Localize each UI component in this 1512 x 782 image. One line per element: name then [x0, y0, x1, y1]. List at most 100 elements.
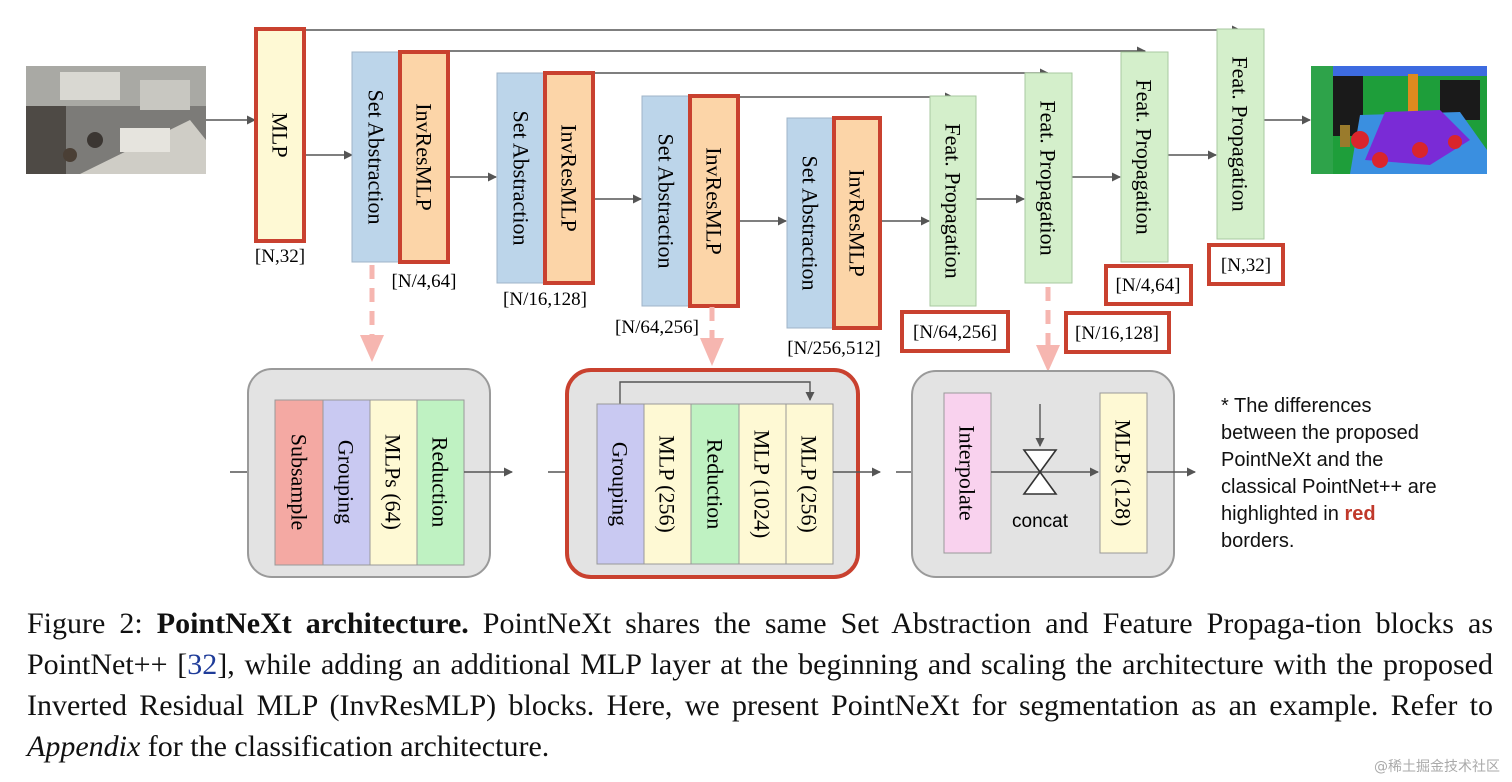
inv-mlp1024-label: MLP (1024): [750, 430, 775, 539]
set-abstraction-3-label: Set Abstraction: [654, 133, 679, 268]
interpolate-label: Interpolate: [955, 425, 980, 520]
note-line: between the proposed: [1221, 422, 1419, 444]
invresmlp-1: [398, 50, 450, 264]
stage-3: Set Abstraction InvResMLP: [641, 94, 740, 308]
note-line: classical PointNet++ are: [1221, 476, 1437, 498]
invresmlp-3: [688, 94, 740, 308]
shape-label-stage2: [N/16,128]: [503, 289, 587, 310]
set-abstraction-3: [641, 95, 691, 307]
mlps64-label: MLPs (64): [381, 434, 406, 530]
caption-title: PointNeXt architecture.: [156, 607, 469, 640]
shape-box-fp1: [900, 310, 1010, 353]
invresmlp-2: [543, 71, 595, 285]
feat-propagation-4-label: Feat. Propagation: [1228, 56, 1253, 211]
subsample-label: Subsample: [287, 434, 312, 531]
caption-text: for the classification architecture.: [140, 730, 550, 763]
inv-grouping-box: [596, 403, 645, 565]
callout-arrow-fp-head: [1036, 345, 1060, 372]
shape-label-fp2: [N/16,128]: [1075, 323, 1159, 344]
shape-label-stage3: [N/64,256]: [615, 317, 699, 338]
shape-label-fp1: [N/64,256]: [913, 322, 997, 343]
shape-label-fp4: [N,32]: [1221, 255, 1271, 276]
inv-reduction-label: Reduction: [703, 439, 728, 529]
shape-labels: [N,32] [N/4,64] [N/16,128] [N/64,256] [N…: [255, 243, 1285, 359]
callout-arrow-sa-head: [360, 335, 384, 362]
feat-propagation-3: [1120, 51, 1169, 263]
stage-2: Set Abstraction InvResMLP: [496, 71, 595, 285]
flow-arrows: [206, 115, 1311, 226]
output-segmentation-image: [1311, 66, 1487, 174]
caption-text: PointNeXt shares the same Set Abstractio…: [27, 607, 1494, 681]
citation-link[interactable]: 32: [187, 648, 218, 681]
invresmlp-module: Grouping MLP (256) Reduction MLP (1024) …: [548, 368, 881, 579]
stem-mlp-label: MLP: [268, 112, 293, 157]
feat-propagation-4: [1216, 28, 1265, 240]
caption-appendix: Appendix: [27, 730, 141, 763]
invresmlp-1-label: InvResMLP: [412, 103, 437, 211]
shape-box-fp3: [1104, 264, 1193, 306]
inv-mlp1024-box: [738, 403, 787, 565]
fp-mlps128-label: MLPs (128): [1111, 420, 1136, 527]
set-abstraction-4-label: Set Abstraction: [798, 155, 823, 290]
reduction-box: [416, 399, 465, 566]
set-abstraction-4: [786, 117, 835, 329]
stage-4: Set Abstraction InvResMLP: [786, 116, 882, 330]
concat-icon-top: [1022, 449, 1058, 474]
set-abstraction-1: [351, 51, 401, 263]
shape-box-fp2: [1064, 311, 1171, 354]
invresmlp-4-label: InvResMLP: [845, 169, 870, 277]
mlps64-box: [369, 399, 418, 566]
set-abstraction-module: Subsample Grouping MLPs (64) Reduction: [230, 368, 513, 578]
stem-mlp-box: [254, 27, 306, 243]
shape-label-mlp: [N,32]: [255, 246, 305, 267]
shape-box-fp4: [1207, 243, 1285, 286]
interpolate-box: [943, 392, 992, 554]
skip-connections: [304, 25, 1241, 102]
feat-propagation-stages: Feat. Propagation Feat. Propagation Feat…: [929, 28, 1265, 307]
inv-grouping-label: Grouping: [608, 442, 633, 526]
figure-caption: Figure 2: PointNeXt architecture. PointN…: [27, 603, 1493, 767]
inv-reduction-box: [690, 403, 740, 565]
grouping-label: Grouping: [334, 440, 359, 524]
reduction-label: Reduction: [428, 437, 453, 527]
subsample-box: [274, 399, 324, 566]
note-line: borders.: [1221, 530, 1295, 552]
note-line: PointNeXt and the: [1221, 449, 1384, 471]
fp-mlps128-box: [1099, 392, 1148, 554]
feat-propagation-2-label: Feat. Propagation: [1036, 100, 1061, 255]
set-abstraction-1-label: Set Abstraction: [364, 89, 389, 224]
concat-label: concat: [1012, 511, 1069, 532]
residual-connection: [619, 381, 815, 404]
input-scene-image: [26, 66, 206, 174]
grouping-box: [322, 399, 371, 566]
set-abstraction-2-label: Set Abstraction: [509, 110, 534, 245]
feat-propagation-1: [929, 95, 977, 307]
shape-label-stage1: [N/4,64]: [392, 271, 457, 292]
architecture-diagram: MLP Set Abstraction InvResMLP Set Abstra…: [26, 25, 1487, 579]
feat-propagation-1-label: Feat. Propagation: [941, 123, 966, 278]
stem-mlp-block: MLP: [254, 27, 306, 243]
invresmlp-4: [832, 116, 882, 330]
callout-arrow-inv-head: [700, 338, 724, 366]
feat-propagation-3-label: Feat. Propagation: [1132, 79, 1157, 234]
set-abstraction-2: [496, 72, 546, 284]
shape-label-fp3: [N/4,64]: [1116, 275, 1181, 296]
differences-note: * The differences between the proposed P…: [1221, 393, 1491, 555]
inv-mlp256-box: [643, 403, 692, 565]
callout-arrows: [360, 265, 1060, 372]
caption-text: ], while adding an additional MLP layer …: [27, 648, 1493, 722]
note-red-word: red: [1344, 503, 1376, 525]
inv-mlp256b-box: [785, 403, 834, 565]
note-line: * The differences: [1221, 395, 1372, 417]
note-line: highlighted in red: [1221, 501, 1491, 528]
invresmlp-3-label: InvResMLP: [702, 147, 727, 255]
invresmlp-2-label: InvResMLP: [557, 124, 582, 232]
watermark: @稀土掘金技术社区: [1374, 759, 1500, 775]
feat-propagation-module: Interpolate concat MLPs (128): [896, 370, 1196, 578]
feat-propagation-2: [1024, 72, 1073, 284]
shape-label-stage4: [N/256,512]: [787, 338, 880, 359]
inv-mlp256-label: MLP (256): [655, 435, 680, 533]
inv-mlp256b-label: MLP (256): [797, 435, 822, 533]
stage-1: Set Abstraction InvResMLP: [351, 50, 450, 264]
